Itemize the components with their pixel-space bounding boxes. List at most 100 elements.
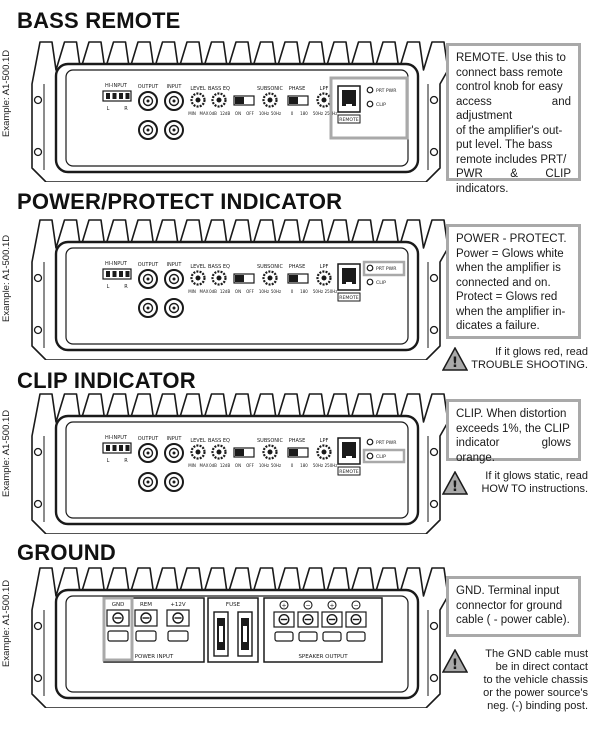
warning-line: The GND cable must: [485, 648, 588, 660]
rca-jack-pin: [146, 451, 150, 455]
knob-scale-label: 10Hz: [259, 111, 269, 116]
knob-center: [195, 97, 201, 103]
prt-pwr-label: PRT PWR: [376, 440, 397, 446]
info-line: Protect = Glows red: [456, 291, 558, 303]
wire-inlet: [167, 630, 189, 642]
knob-scale-label: 50Hz: [271, 111, 281, 116]
connector-pin: [112, 445, 117, 451]
info-line: when the amplifier is: [456, 262, 561, 274]
switch-0-label: 0: [291, 111, 294, 116]
polarity-label: −: [353, 603, 358, 610]
knob-scale-label: MAX: [200, 463, 209, 468]
knob-scale-label: 0dB: [209, 289, 217, 294]
prt-pwr-led-icon: [366, 438, 374, 446]
knob-center: [321, 97, 327, 103]
phase-label: PHASE: [289, 86, 306, 92]
remote-label: REMOTE: [339, 295, 358, 301]
knob-scale-label: 50Hz: [313, 289, 323, 294]
section-title-clip-indicator: CLIP INDICATOR: [17, 368, 196, 393]
remote-port-latch: [346, 282, 352, 286]
warning-line: HOW TO instructions.: [481, 483, 588, 495]
level-label: LEVEL: [190, 86, 206, 92]
knob-scale-label: 0dB: [209, 463, 217, 468]
info-line: POWER - PROTECT.: [456, 233, 567, 245]
mounting-screw-icon: [429, 273, 439, 283]
wire-inlet: [298, 631, 318, 642]
switch-slider: [289, 275, 298, 282]
switch-on-label: ON: [235, 111, 241, 116]
section-title-bass-remote: BASS REMOTE: [17, 8, 181, 33]
info-line: dicates a failure.: [456, 320, 540, 332]
mounting-screw-icon: [33, 499, 43, 509]
wire-inlet: [322, 631, 342, 642]
lpf-label: LPF: [320, 438, 329, 444]
connector-pin: [125, 445, 130, 451]
hi-input-connector: [102, 90, 132, 102]
polarity-marker: [279, 600, 289, 610]
fuse-window: [243, 626, 247, 642]
remote-port-socket: [342, 268, 356, 284]
knob-scale-label: 12dB: [220, 289, 231, 294]
example-label: Example: A1-500.1D: [1, 579, 12, 667]
knob-center: [216, 275, 222, 281]
chassis-edge: [43, 262, 429, 348]
warning-icon: !: [442, 471, 468, 495]
warning-line: or the power source's: [483, 687, 588, 699]
connector-pin: [112, 271, 117, 277]
highlight-frame: [102, 596, 134, 662]
knob-center: [321, 449, 327, 455]
knob-center: [267, 449, 273, 455]
output-label: OUTPUT: [138, 436, 159, 442]
warning-line: If it glows static, read: [485, 470, 588, 482]
warning-line: be in direct contact: [495, 661, 588, 673]
knob-center: [267, 97, 273, 103]
polarity-label: −: [305, 603, 310, 610]
knob-scale-label: 50Hz: [271, 463, 281, 468]
warning-icon: !: [442, 347, 468, 371]
hi-input-label: HI-INPUT: [105, 261, 128, 267]
mounting-screw-icon: [429, 447, 439, 457]
section-title-power-protect: POWER/PROTECT INDICATOR: [17, 189, 343, 214]
info-line: connector for ground: [456, 599, 563, 612]
subsonic-label: SUBSONIC: [257, 264, 284, 270]
output-label: OUTPUT: [138, 84, 159, 90]
knob-scale-label: MIN: [188, 289, 196, 294]
lpf-label: LPF: [320, 264, 329, 270]
info-line: PWR & CLIP indicators.: [456, 168, 571, 195]
rca-jack-pin: [172, 480, 176, 484]
switch-180-label: 180: [300, 289, 308, 294]
remote-label-box: [337, 114, 361, 124]
wire-inlet: [135, 630, 157, 642]
clip-label: CLIP: [376, 102, 386, 108]
lpf-label: LPF: [320, 86, 329, 92]
info-line: access and adjustment: [456, 95, 571, 123]
info-line: indicator glows orange.: [456, 437, 571, 464]
mounting-screw-icon: [429, 621, 439, 631]
polarity-marker: [327, 600, 337, 610]
info-line: control knob for easy: [456, 81, 563, 93]
warning-line: If it glows red, read: [495, 346, 588, 358]
connector-pin: [119, 445, 123, 451]
input-label: INPUT: [167, 436, 183, 442]
switch-slider: [235, 97, 244, 104]
mounting-screw-icon: [429, 499, 439, 509]
warning-icon: !: [442, 649, 468, 673]
knob-center: [195, 275, 201, 281]
info-box-power-protect: POWER - PROTECT. Power = Glows white whe…: [446, 224, 581, 339]
knob-scale-label: 50Hz: [271, 289, 281, 294]
highlight-frame: [362, 260, 406, 277]
prt-pwr-led-icon: [366, 86, 374, 94]
rca-jack-pin: [172, 451, 176, 455]
polarity-label: +: [329, 603, 334, 610]
info-line: Power = Glows white: [456, 247, 564, 260]
power-input-block: [103, 597, 205, 663]
chassis-edge: [43, 84, 429, 170]
knob-scale-label: 12dB: [220, 111, 231, 116]
fuse-window: [219, 626, 223, 642]
rca-jack-pin: [146, 480, 150, 484]
clip-led-icon: [366, 278, 374, 286]
connector-pin: [125, 93, 130, 99]
